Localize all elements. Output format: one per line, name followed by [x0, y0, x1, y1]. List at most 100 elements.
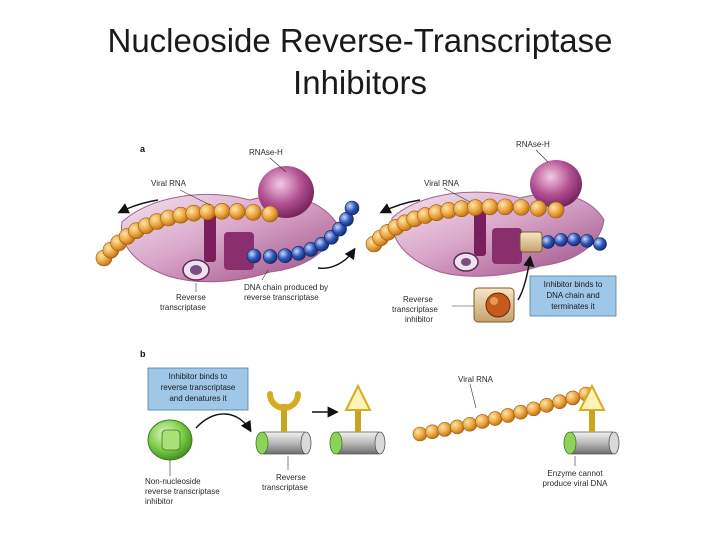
rti-inhibitor-icon — [473, 287, 515, 323]
panel-b-letter: b — [140, 349, 146, 359]
panel-b-left: Inhibitor binds to reverse transcriptase… — [145, 367, 386, 506]
viral-rna-strand-b — [412, 386, 594, 442]
label-rnase-h-right: RNAse-H — [516, 140, 550, 149]
rna-direction-arrow-right — [379, 199, 421, 214]
label-nnrti-3: inhibitor — [145, 497, 173, 506]
label-viral-rna-left: Viral RNA — [151, 179, 187, 188]
rna-bead — [513, 404, 529, 420]
rt-tube-inner-right — [461, 258, 471, 266]
callout-box-dna-chain — [529, 275, 617, 317]
callout-rt-line-1: Inhibitor binds to — [169, 372, 228, 381]
rna-bead — [487, 411, 503, 426]
callout-dna-line-3: terminates it — [551, 302, 595, 311]
rna-bead — [547, 201, 565, 219]
rna-bead — [228, 203, 246, 220]
callout-box-rt — [147, 367, 249, 411]
dna-bead — [344, 200, 360, 216]
dna-strand-right — [541, 232, 607, 251]
label-dna-left-2: reverse transcriptase — [244, 293, 319, 302]
leader-viral-rna-b — [469, 383, 477, 409]
dna-bead — [262, 249, 278, 264]
leader-rnase-right — [535, 149, 549, 163]
reverse-transcriptase-cylinder-1 — [255, 391, 312, 455]
rt-cleft — [224, 232, 254, 270]
rna-bead — [496, 198, 514, 216]
title-line-2: Inhibitors — [293, 64, 427, 101]
label-viral-rna-right: Viral RNA — [424, 179, 460, 188]
dna-bead — [291, 246, 306, 261]
dna-bead — [580, 234, 594, 248]
label-rt-left-2: transcriptase — [160, 303, 206, 312]
label-rnase-h-left: RNAse-H — [249, 148, 283, 157]
dna-strand-left — [246, 200, 360, 264]
panel-a-right-complex: Inhibitor binds to DNA chain and termina… — [365, 140, 617, 324]
leader-rnase-left — [269, 157, 287, 173]
rna-bead — [412, 426, 428, 442]
leader-dna-left — [261, 269, 269, 281]
label-enzyme-1: Enzyme cannot — [547, 469, 603, 478]
dna-bead — [593, 237, 607, 251]
leader-viral-rna-right — [443, 187, 471, 203]
viral-rna-strand-left — [95, 203, 279, 267]
rna-bead — [529, 200, 547, 217]
rnase-h-domain-right — [530, 160, 582, 208]
rna-bead — [565, 390, 581, 406]
nnrti-inhibitor-icon — [147, 419, 193, 461]
dna-bead — [554, 233, 568, 247]
rna-bead — [526, 401, 541, 417]
callout-dna-line-2: DNA chain and — [546, 291, 599, 300]
inhibitor-binds-arrow — [517, 255, 535, 301]
rna-bead — [449, 419, 465, 435]
dna-bead — [567, 232, 581, 247]
binding-curve-arrow — [195, 413, 252, 433]
label-nnrti-1: Non-nucleoside — [145, 477, 201, 486]
callout-rt-line-2: reverse transcriptase — [161, 383, 236, 392]
label-rti-right-1: Reverse — [403, 295, 433, 304]
rna-direction-arrow — [117, 199, 159, 214]
viral-rna-strand-right — [365, 198, 565, 253]
panel-b-right: Viral RNA Enzyme cannot produce viral DN… — [412, 375, 620, 488]
rna-bead — [481, 198, 499, 216]
rt-cleft-right — [492, 228, 522, 264]
label-viral-rna-b: Viral RNA — [458, 375, 494, 384]
rna-bead — [425, 424, 440, 440]
rna-bead — [539, 398, 554, 413]
rna-bead — [437, 422, 453, 437]
label-dna-left-1: DNA chain produced by — [244, 283, 328, 292]
label-rt-b-2: transcriptase — [262, 483, 308, 492]
rna-bead — [199, 203, 216, 221]
rna-bead — [513, 199, 530, 216]
title-line-1: Nucleoside Reverse-Transcriptase — [107, 22, 613, 59]
rt-thumb — [204, 212, 216, 262]
dna-bead — [277, 248, 293, 264]
dna-direction-arrow — [317, 247, 356, 269]
callout-dna-line-1: Inhibitor binds to — [544, 280, 603, 289]
panel-a-letter: a — [140, 144, 146, 154]
label-rt-left-1: Reverse — [176, 293, 206, 302]
rna-bead — [213, 203, 231, 220]
rna-bead — [475, 414, 490, 429]
label-nnrti-2: reverse transcriptase — [145, 487, 220, 496]
terminating-nucleoside — [519, 231, 543, 253]
rt-thumb-right — [474, 208, 486, 256]
label-rti-right-3: inhibitor — [405, 315, 433, 324]
leader-viral-rna-left — [179, 189, 211, 206]
label-rti-right-2: transcriptase — [392, 305, 438, 314]
slide-title: Nucleoside Reverse-Transcriptase Inhibit… — [0, 20, 720, 104]
dna-bead — [541, 235, 555, 249]
callout-rt-line-3: and denatures it — [169, 394, 227, 403]
dna-bead — [246, 248, 262, 264]
rna-bead — [500, 408, 516, 423]
label-rt-b-1: Reverse — [276, 473, 306, 482]
panel-a-left-complex: RNAse-H Viral RNA Reverse transcriptase … — [95, 148, 360, 312]
label-enzyme-2: produce viral DNA — [543, 479, 609, 488]
rna-bead — [244, 204, 262, 221]
rna-bead — [552, 394, 567, 410]
rna-bead — [261, 205, 279, 223]
rt-tube-inner — [190, 265, 202, 275]
reverse-transcriptase-cylinder-2 — [329, 383, 386, 455]
rna-bead — [462, 416, 478, 432]
reverse-transcriptase-cylinder-3 — [563, 383, 620, 455]
